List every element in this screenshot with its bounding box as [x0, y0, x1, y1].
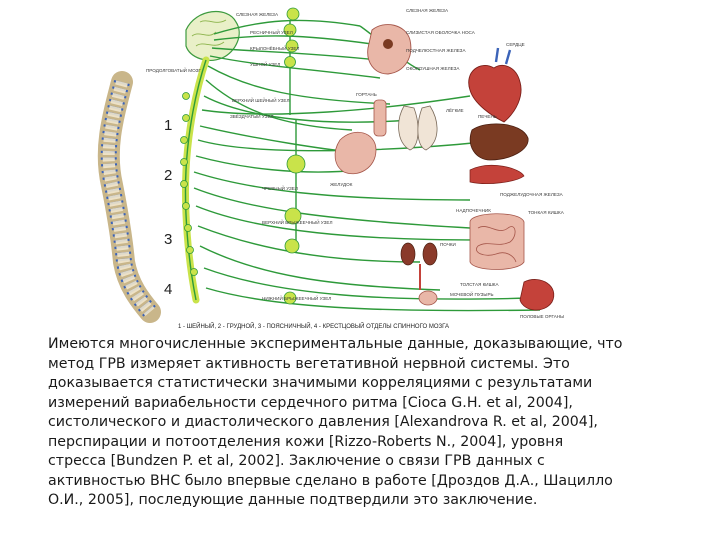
spinal-column [97, 71, 161, 323]
paragraph-line: О.И., 2005], последующие данные подтверд… [48, 492, 538, 508]
label-right-0: СЛЕЗНАЯ ЖЕЛЕЗА [406, 8, 449, 13]
section-numbers: 1 2 3 4 [164, 117, 172, 298]
paragraph-line: стресса [Bundzen P. et al, 2002]. Заключ… [48, 453, 545, 469]
paragraph-line: перспирации и потоотделения кожи [Rizzo-… [48, 433, 564, 450]
label-right-1: СЛИЗИСТАЯ ОБОЛОЧКА НОСА [406, 30, 476, 35]
label-right-5: СЕРДЦЕ [506, 42, 525, 47]
genital-organ [519, 279, 555, 311]
paragraph-line: измерений вариабельности сердечного ритм… [48, 394, 573, 411]
section-number-4: 4 [164, 281, 172, 298]
label-right-13: ТОЛСТАЯ КИШКА [460, 282, 499, 287]
label-right-6: ЛЁГКИЕ [446, 107, 464, 113]
section-number-3: 3 [164, 231, 172, 248]
label-left-4: ПРОДОЛГОВАТЫЙ МОЗГ [146, 66, 201, 73]
label-right-8: ЖЕЛУДОК [330, 182, 353, 187]
bladder-organ [418, 290, 438, 306]
paragraph-line: активностью ВНС было впервые сделано в р… [48, 472, 613, 489]
intestine-organ [469, 213, 525, 270]
label-left-7: ЧРЕВНЫЙ УЗЕЛ [262, 184, 298, 191]
paragraph-line: доказывается статистически значимыми кор… [48, 375, 593, 391]
label-right-7: ПЕЧЕНЬ [478, 114, 497, 119]
label-left-8: ВЕРХНИЙ БРЫЖЕЕЧНЫЙ УЗЕЛ [262, 218, 332, 225]
paragraph-line: систолического и диастолического давлени… [48, 414, 598, 430]
label-left-6: ЗВЁЗДЧАТЫЙ УЗЕЛ [230, 112, 274, 119]
label-right-2: ПОДЧЕЛЮСТНАЯ ЖЕЛЕЗА [406, 48, 466, 53]
section-number-1: 1 [164, 117, 172, 134]
label-left-9: НИЖНИЙ БРЫЖЕЕЧНЫЙ УЗЕЛ [262, 294, 331, 301]
autonomic-nervous-system-diagram: СЛЕЗНАЯ ЖЕЛЕЗА РЕСНИЧНЫЙ УЗЕЛ КРЫЛОНЁБНЫ… [97, 7, 565, 330]
pancreas-organ [469, 165, 525, 184]
larynx-organ [373, 99, 387, 137]
label-right-14: МОЧЕВОЙ ПУЗЫРЬ [450, 290, 494, 297]
paragraph-line: Имеются многочисленные экспериментальные… [48, 336, 623, 352]
label-right-10: НАДПОЧЕЧНИК [456, 208, 491, 213]
label-left-1: РЕСНИЧНЫЙ УЗЕЛ [250, 28, 293, 35]
label-right-15: ПОЛОВЫЕ ОРГАНЫ [520, 314, 564, 319]
label-left-5: ВЕРХНИЙ ШЕЙНЫЙ УЗЕЛ [232, 96, 289, 103]
paragraph-line: метод ГРВ измеряет активность вегетативн… [48, 355, 570, 372]
label-left-2: КРЫЛОНЁБНЫЙ УЗЕЛ [250, 44, 299, 51]
diagram-labels-left: СЛЕЗНАЯ ЖЕЛЕЗА РЕСНИЧНЫЙ УЗЕЛ КРЫЛОНЁБНЫ… [146, 12, 332, 301]
label-left-0: СЛЕЗНАЯ ЖЕЛЕЗА [236, 12, 279, 17]
heart-organ [468, 47, 522, 123]
label-right-12: ТОНКАЯ КИШКА [528, 210, 565, 215]
label-right-4: ГОРТАНЬ [356, 92, 377, 97]
kidney-organ [400, 242, 438, 290]
liver-organ [469, 123, 529, 161]
label-right-3: ОКОЛОУШНАЯ ЖЕЛЕЗА [406, 66, 460, 71]
lungs-organ [398, 105, 438, 151]
head-face-organ [367, 24, 412, 75]
figure-caption: 1 - ШЕЙНЫЙ, 2 - ГРУДНОЙ, 3 - ПОЯСНИЧНЫЙ,… [178, 322, 449, 330]
stomach-organ [334, 131, 377, 175]
label-right-9: ПОДЖЕЛУДОЧНАЯ ЖЕЛЕЗА [500, 192, 564, 197]
label-right-11: ПОЧКИ [440, 242, 456, 247]
label-left-3: УШНОЙ УЗЕЛ [250, 60, 280, 67]
diagram-labels-right: СЛЕЗНАЯ ЖЕЛЕЗА СЛИЗИСТАЯ ОБОЛОЧКА НОСА П… [330, 8, 565, 319]
body-paragraph: Имеются многочисленные экспериментальные… [48, 335, 688, 511]
ganglion-chain [180, 7, 306, 305]
brain [185, 10, 240, 61]
section-number-2: 2 [164, 167, 172, 184]
